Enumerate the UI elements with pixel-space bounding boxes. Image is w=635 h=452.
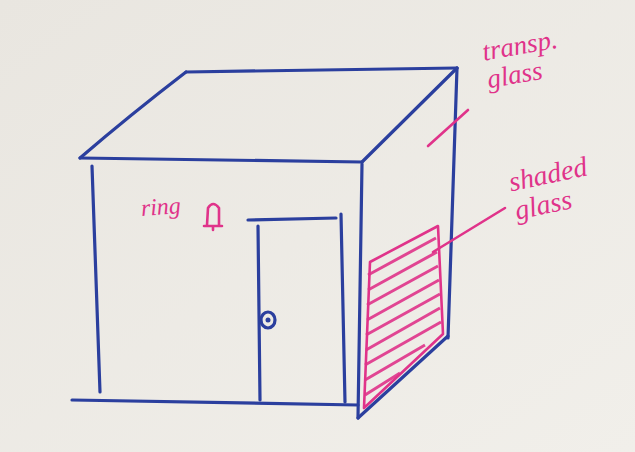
door-knob: [261, 312, 275, 328]
front-right-edge: [358, 164, 362, 418]
door-left: [258, 226, 260, 400]
shaded-glass-hatching: [365, 238, 441, 395]
front-left-edge: [92, 166, 100, 392]
door-top: [248, 218, 336, 220]
back-right-edge: [448, 68, 457, 338]
knob-center: [266, 318, 271, 323]
callout-label: ring: [140, 191, 212, 221]
top-right-edge: [362, 68, 457, 162]
bell-symbol: [204, 204, 222, 230]
leader-line: [433, 208, 505, 252]
leader-line: [428, 110, 468, 146]
front-top-edge: [80, 158, 362, 162]
front-bottom-edge: [72, 400, 358, 405]
door-right: [341, 214, 345, 402]
top-back-edge: [186, 68, 457, 72]
shaded-glass-outline: [364, 226, 443, 408]
hatch-lines: [365, 238, 441, 395]
top-left-edge: [80, 72, 186, 158]
